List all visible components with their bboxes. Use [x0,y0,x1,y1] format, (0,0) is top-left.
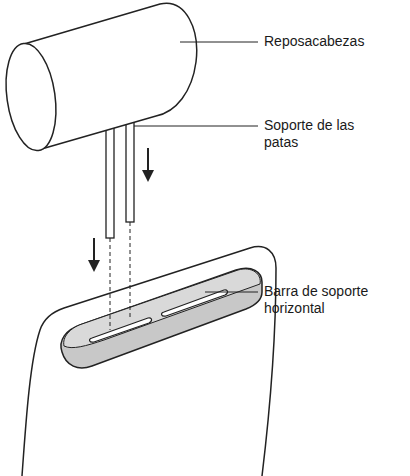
down-arrow [93,238,95,266]
slot [90,318,152,342]
slot [162,290,228,316]
seat-back [22,247,276,476]
leader-line [205,292,258,293]
guide-line [130,222,131,320]
part-label: Soporte de las patas [264,117,374,151]
guide-line [110,238,111,330]
leader-line [134,126,258,127]
post [106,118,114,238]
part-label: Barra de soporte horizontal [264,283,399,317]
part-label: Reposacabezas [264,33,404,50]
leader-line [180,42,258,43]
support-bar [61,268,262,368]
headrest-end [0,40,62,154]
support-bar-top [64,269,261,348]
post [126,110,134,222]
down-arrow [147,148,149,176]
